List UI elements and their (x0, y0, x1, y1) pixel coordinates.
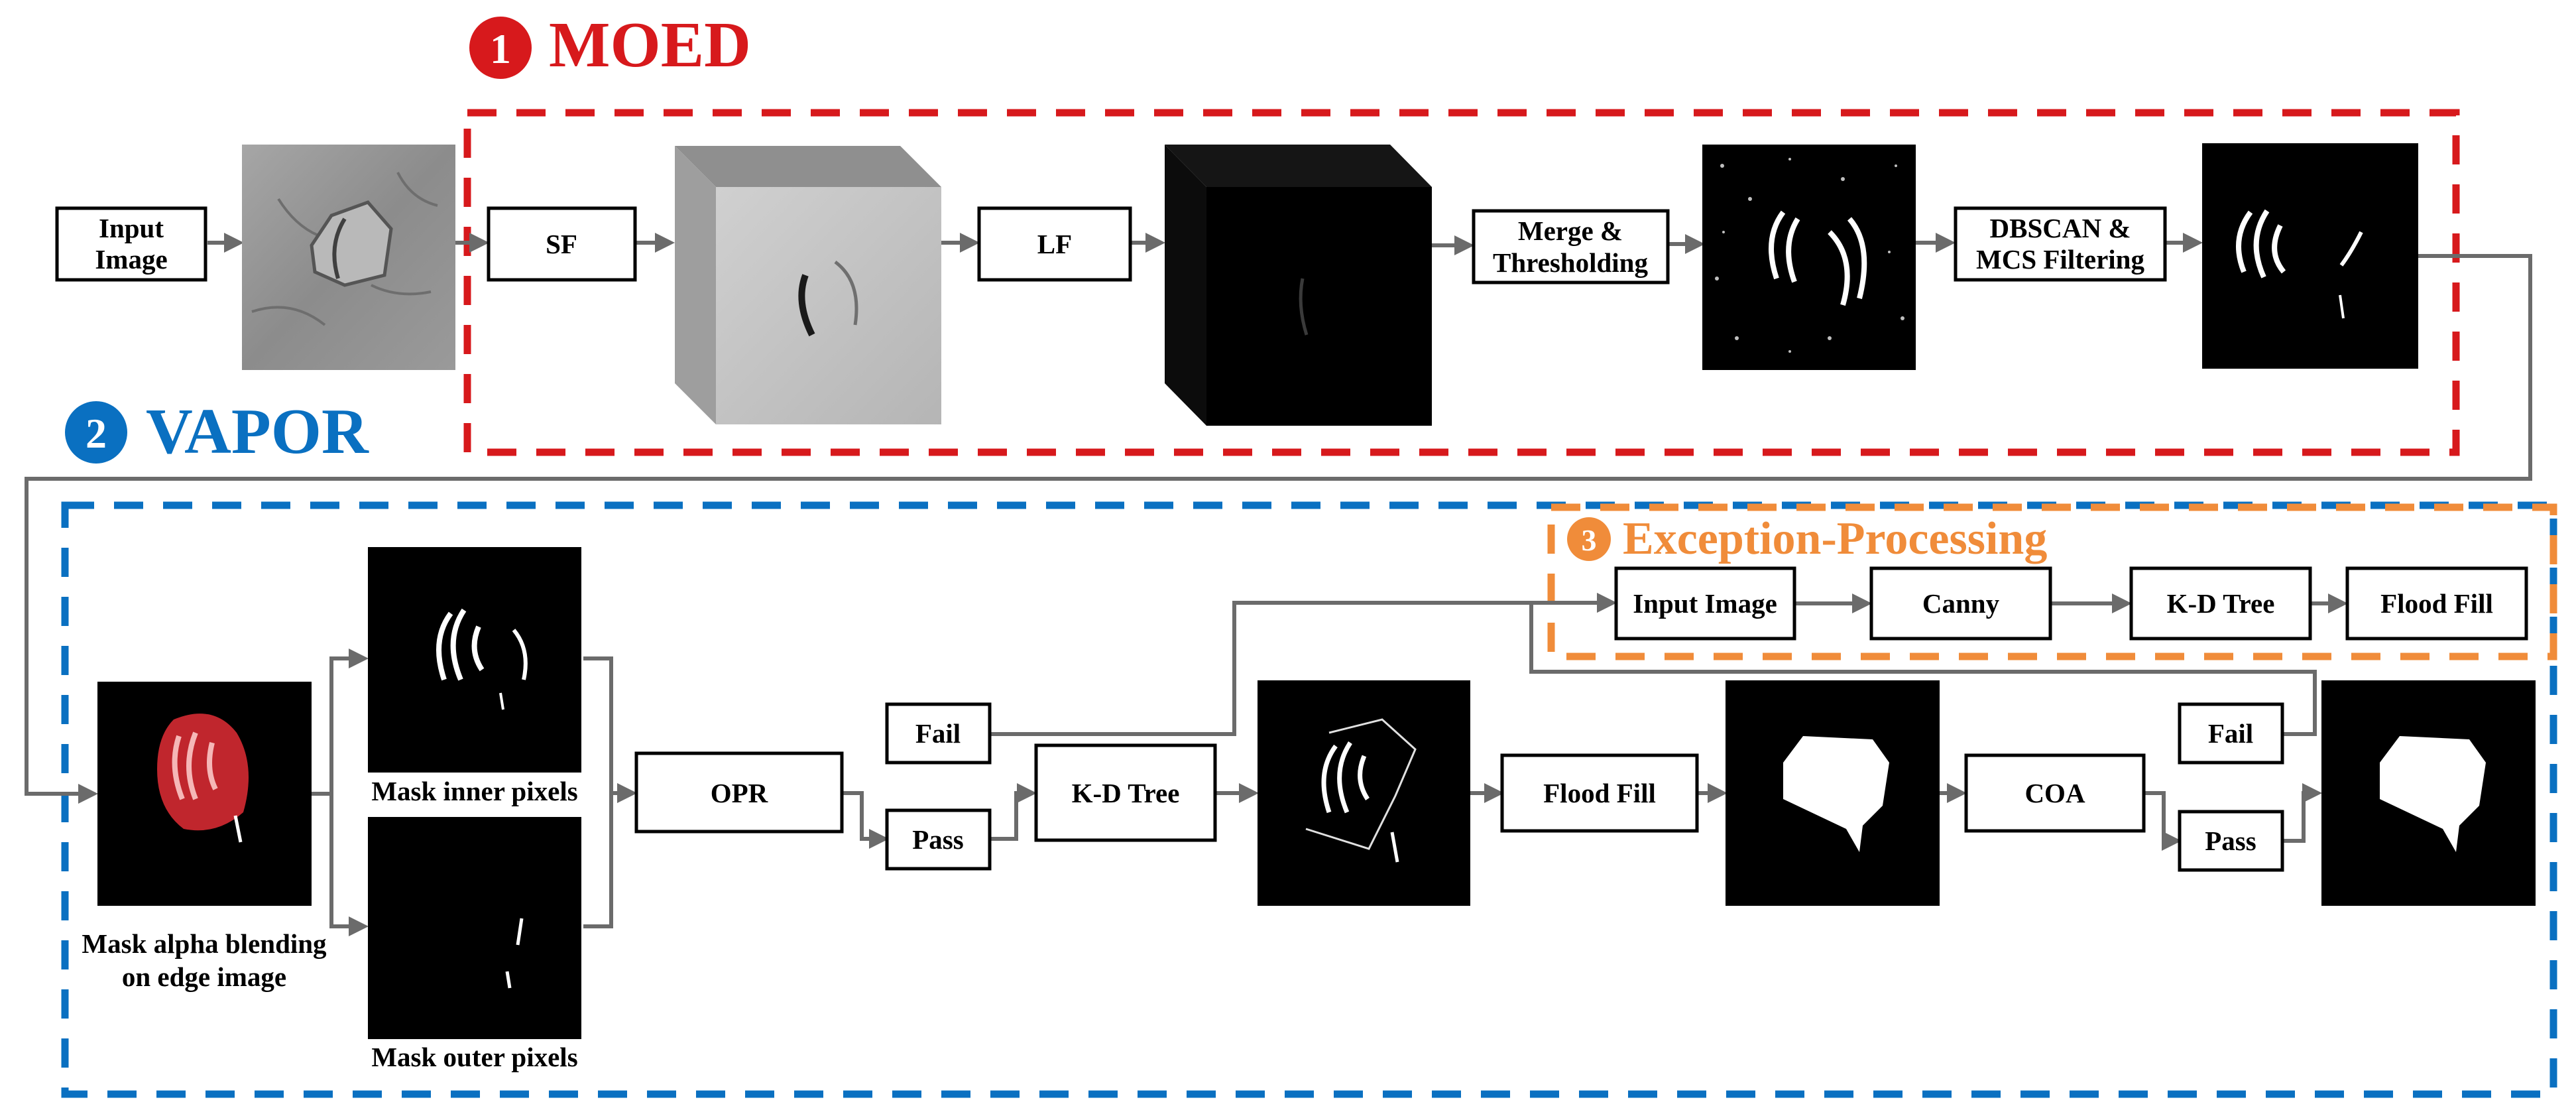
lf-label: LF (1037, 229, 1072, 259)
opr-box: OPR (634, 751, 844, 834)
moed-output-image (2202, 143, 2418, 369)
exception-input-image-label: Input Image (1633, 588, 1777, 619)
flood-fill-label: Flood Fill (1543, 778, 1656, 808)
input-photo (242, 145, 455, 370)
sf-label: SF (546, 229, 577, 259)
pass-box-2: Pass (2178, 810, 2284, 872)
mask-outer-caption: Mask outer pixels (371, 1042, 577, 1072)
pass-label-1: Pass (912, 824, 963, 855)
canny-label: Canny (1922, 588, 2000, 619)
alpha-blend-caption-line2: on edge image (122, 962, 286, 992)
fail-label-2: Fail (2208, 718, 2253, 749)
merge-thresholding-box: Merge & Thresholding (1472, 209, 1670, 284)
exception-kd-tree-label: K-D Tree (2167, 588, 2275, 619)
mask-inner-image: Mask inner pixels (368, 547, 581, 806)
sf-feature-cube (675, 146, 941, 424)
exception-number: 3 (1582, 523, 1597, 557)
lf-box: LF (977, 206, 1132, 282)
merge-line1: Merge & (1518, 216, 1623, 246)
flood-fill-box: Flood Fill (1500, 753, 1699, 833)
vapor-number-badge (65, 401, 127, 464)
connectors (25, 233, 2532, 936)
kd-tree-label: K-D Tree (1072, 778, 1180, 808)
dbscan-mcs-box: DBSCAN & MCS Filtering (1954, 206, 2167, 282)
pass-box-1: Pass (885, 808, 992, 871)
flood-fill-result-image (1726, 680, 1940, 906)
lf-feature-cube (1165, 145, 1432, 426)
pass-label-2: Pass (2205, 826, 2256, 856)
input-image-line1: Input (99, 213, 164, 243)
vapor-title: 2 VAPOR (65, 396, 369, 467)
fail-label-1: Fail (915, 718, 961, 749)
moed-title-text: MOED (549, 9, 751, 81)
moed-title: 1 MOED (469, 9, 751, 81)
vapor-number: 2 (86, 410, 107, 457)
canny-box: Canny (1869, 566, 2052, 641)
coa-label: COA (2024, 778, 2085, 808)
mask-outer-image: Mask outer pixels (368, 817, 581, 1072)
alpha-blend-image: Mask alpha blending on edge image (82, 682, 327, 992)
vapor-frame (61, 501, 2557, 1098)
mask-inner-caption: Mask inner pixels (371, 776, 577, 806)
kd-tree-result-image (1258, 680, 1470, 906)
exception-flood-fill-box: Flood Fill (2345, 566, 2528, 641)
moed-number-badge (469, 17, 532, 79)
opr-label: OPR (711, 778, 768, 808)
moed-number: 1 (490, 25, 511, 72)
exception-flood-fill-label: Flood Fill (2380, 588, 2493, 619)
kd-tree-box: K-D Tree (1034, 743, 1217, 842)
dbscan-line2: MCS Filtering (1976, 244, 2144, 275)
alpha-blend-caption-line1: Mask alpha blending (82, 928, 327, 959)
input-image-line2: Image (95, 244, 167, 275)
exception-frame (1547, 503, 2557, 660)
exception-title: 3 Exception-Processing (1567, 513, 2047, 564)
exception-input-image-box: Input Image (1614, 566, 1796, 641)
input-image-box: Input Image (55, 206, 207, 282)
vapor-title-text: VAPOR (146, 396, 369, 467)
coa-box: COA (1964, 753, 2146, 833)
exception-kd-tree-box: K-D Tree (2129, 566, 2312, 641)
fail-box-1: Fail (885, 702, 992, 765)
sf-box: SF (487, 206, 637, 282)
final-output-image (2321, 680, 2536, 906)
fail-box-2: Fail (2178, 702, 2284, 765)
exception-number-badge (1567, 517, 1611, 561)
exception-title-text: Exception-Processing (1623, 513, 2047, 564)
threshold-result-image (1702, 145, 1916, 370)
merge-line2: Thresholding (1493, 247, 1648, 278)
moed-frame (463, 109, 2460, 456)
dbscan-line1: DBSCAN & (1990, 213, 2131, 243)
